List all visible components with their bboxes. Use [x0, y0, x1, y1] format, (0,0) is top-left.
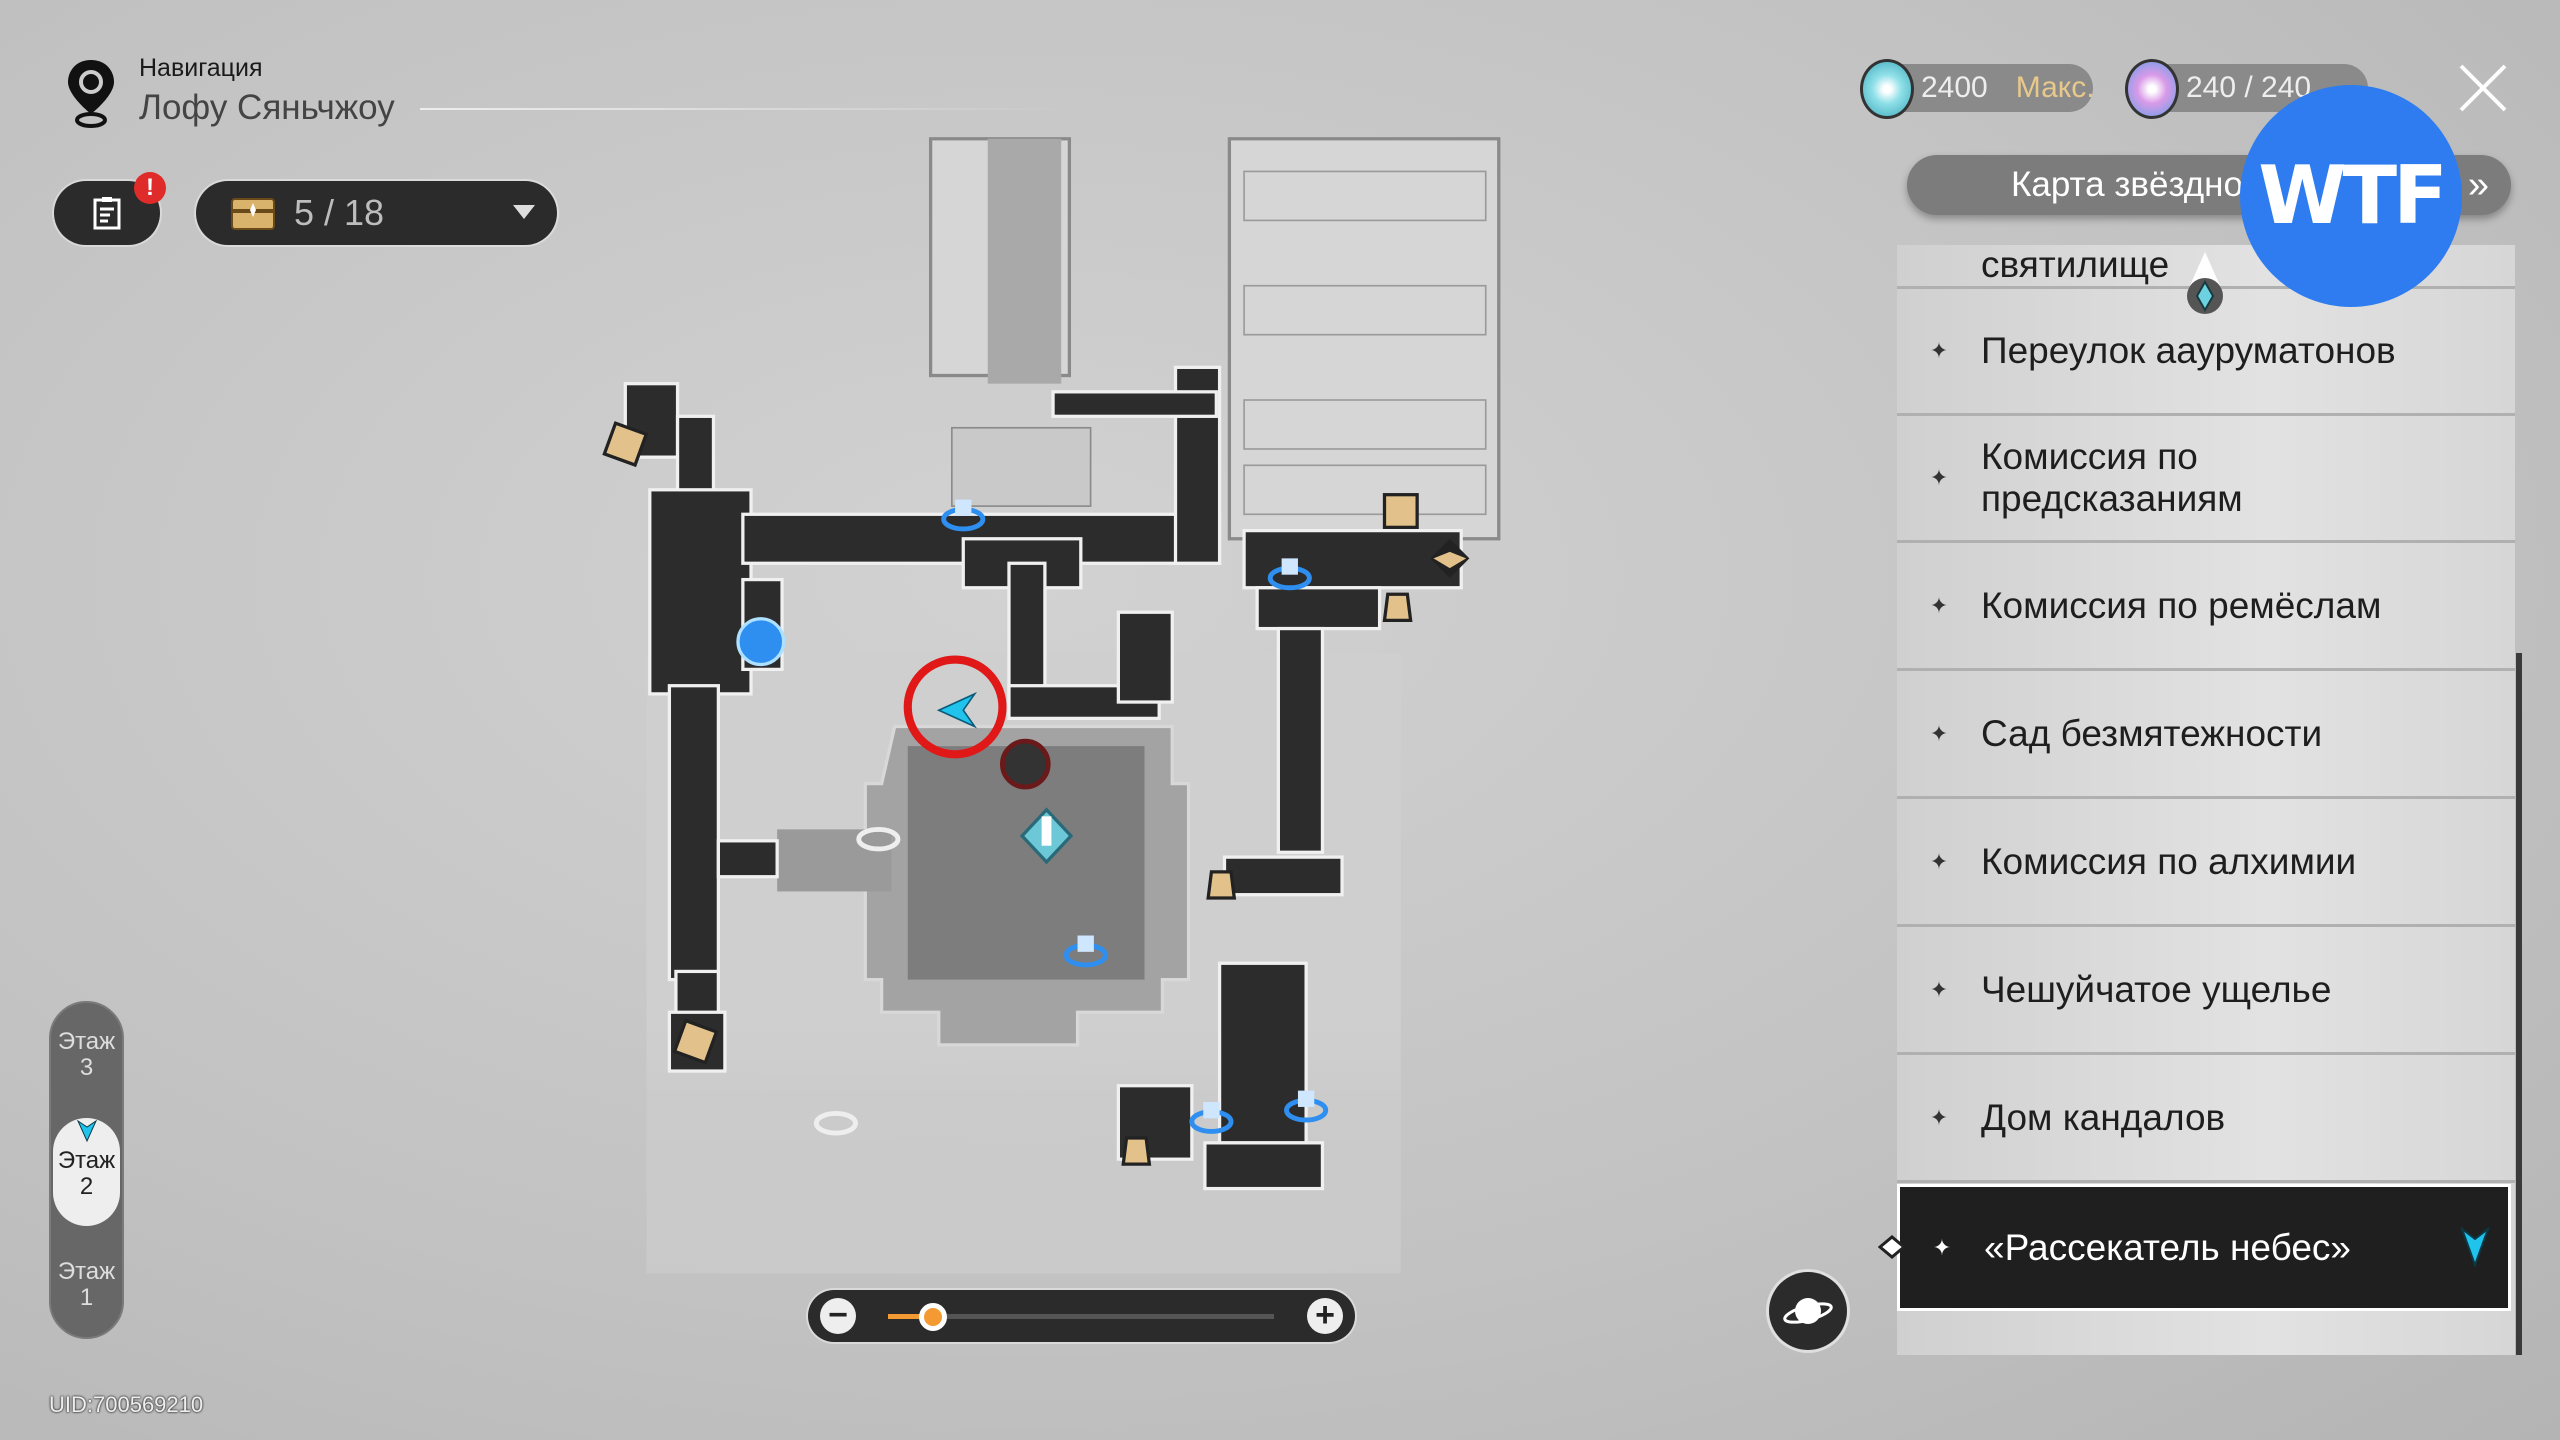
list-item-label: Чешуйчатое ущелье	[1981, 969, 2332, 1010]
chevron-right-icon: »	[2467, 164, 2489, 206]
zoom-control: − +	[808, 1290, 1355, 1342]
highlight-circle	[903, 655, 1007, 759]
player-arrow-icon	[936, 691, 978, 729]
list-item-label: Сад безмятежности	[1981, 713, 2323, 754]
list-item[interactable]: ✦ Чешуйчатое ущелье	[1897, 928, 2515, 1055]
map-plaza	[777, 724, 1191, 1047]
currency-value: 240 / 240	[2186, 71, 2312, 104]
zoom-slider-fill	[888, 1314, 933, 1319]
location-title: Лофу Сяньчжоу	[139, 88, 395, 127]
current-floor-marker-icon	[77, 1120, 97, 1142]
star-icon: ✦	[1929, 465, 1949, 490]
zoom-slider-handle[interactable]	[918, 1303, 947, 1331]
currency-value: 2400	[1921, 71, 1988, 104]
player-location-marker-icon	[2460, 1227, 2490, 1267]
star-icon: ✦	[1929, 1105, 1949, 1130]
list-item-label: Комиссия по предсказаниям	[1981, 436, 2243, 519]
list-item[interactable]: ✦ Дом кандалов	[1897, 1056, 2515, 1183]
teleport-icon[interactable]	[955, 499, 1315, 1119]
location-list[interactable]: святилище ✦ Переулок аауруматонов ✦ Комисс…	[1897, 245, 2515, 1355]
watermark-logo: WTF	[2240, 85, 2462, 307]
star-icon: ✦	[1929, 977, 1949, 1002]
list-item-label: Дом кандалов	[1981, 1097, 2226, 1138]
floor-number: 2	[79, 1173, 94, 1200]
list-scrollbar[interactable]	[2516, 653, 2522, 1355]
list-item[interactable]: ✦ Сад безмятежности	[1897, 672, 2515, 799]
bird-icon[interactable]	[1430, 538, 1470, 578]
quest-marker-icon[interactable]	[1019, 807, 1074, 865]
selection-pointer-icon	[1878, 1235, 1907, 1259]
treasure-chest-icon	[231, 198, 275, 230]
puzzle-icon[interactable]	[602, 421, 649, 468]
world-switch-button[interactable]	[1769, 1272, 1847, 1350]
close-icon[interactable]	[2455, 60, 2511, 116]
floor-number: 1	[79, 1284, 94, 1311]
floor-number: 3	[79, 1054, 94, 1081]
inactive-teleport-icon[interactable]	[813, 826, 901, 1136]
navigation-label: Навигация	[139, 54, 263, 82]
list-item-label: «Рассекатель небес»	[1984, 1226, 2352, 1268]
currency-max-label: Макс.	[2015, 71, 2095, 104]
list-item[interactable]: ✦ Комиссия по предсказаниям	[1897, 416, 2515, 543]
stellar-jade-counter: 2400 Макс.	[1885, 64, 2095, 112]
puzzle-icon[interactable]	[672, 1018, 719, 1065]
zoom-out-button[interactable]: −	[820, 1298, 856, 1334]
list-item-selected[interactable]: ✦ «Рассекатель небес»	[1897, 1184, 2511, 1311]
list-item[interactable]: ✦ Комиссия по ремёслам	[1897, 544, 2515, 671]
chevron-down-icon	[513, 205, 535, 219]
zoom-in-button[interactable]: +	[1307, 1298, 1343, 1334]
floor-label: Этаж	[57, 1147, 116, 1174]
zoom-slider[interactable]	[888, 1303, 1274, 1331]
star-icon: ✦	[1929, 593, 1949, 618]
chest-counter-dropdown[interactable]: 5 / 18	[196, 181, 557, 245]
list-item-label: Переулок аауруматонов	[1981, 330, 2396, 371]
stellar-jade-icon	[1860, 59, 1914, 119]
space-anchor-icon[interactable]	[2178, 250, 2232, 326]
star-icon: ✦	[1932, 1234, 1952, 1260]
clipboard-icon	[93, 197, 121, 230]
floor-label: Этаж	[57, 1258, 116, 1285]
boss-icon[interactable]	[999, 738, 1051, 790]
special-location-icon[interactable]	[736, 617, 786, 667]
trailblaze-power-icon	[2125, 59, 2179, 119]
title-divider	[420, 108, 1070, 110]
star-icon: ✦	[1929, 721, 1949, 746]
list-item[interactable]: ✦ Комиссия по алхимии	[1897, 800, 2515, 927]
navigation-pin-icon	[68, 60, 114, 128]
chest-count: 5 / 18	[294, 192, 385, 233]
list-item-label: Комиссия по ремёслам	[1981, 585, 2382, 626]
planet-icon	[1783, 1298, 1833, 1324]
user-id: UID:700569210	[49, 1392, 204, 1417]
list-item-label: Комиссия по алхимии	[1981, 841, 2357, 882]
list-item[interactable]: ✦ Переулок аауруматонов	[1897, 289, 2515, 416]
star-icon: ✦	[1929, 338, 1949, 363]
floor-label: Этаж	[57, 1028, 116, 1055]
star-icon: ✦	[1929, 849, 1949, 874]
list-item-label: святилище	[1981, 245, 2170, 285]
notification-badge: !	[134, 172, 166, 204]
shop-bag-icon[interactable]	[1121, 592, 1413, 1166]
star-map-label: Карта звёздно	[2011, 165, 2243, 204]
exit-icon[interactable]	[1382, 493, 1419, 529]
